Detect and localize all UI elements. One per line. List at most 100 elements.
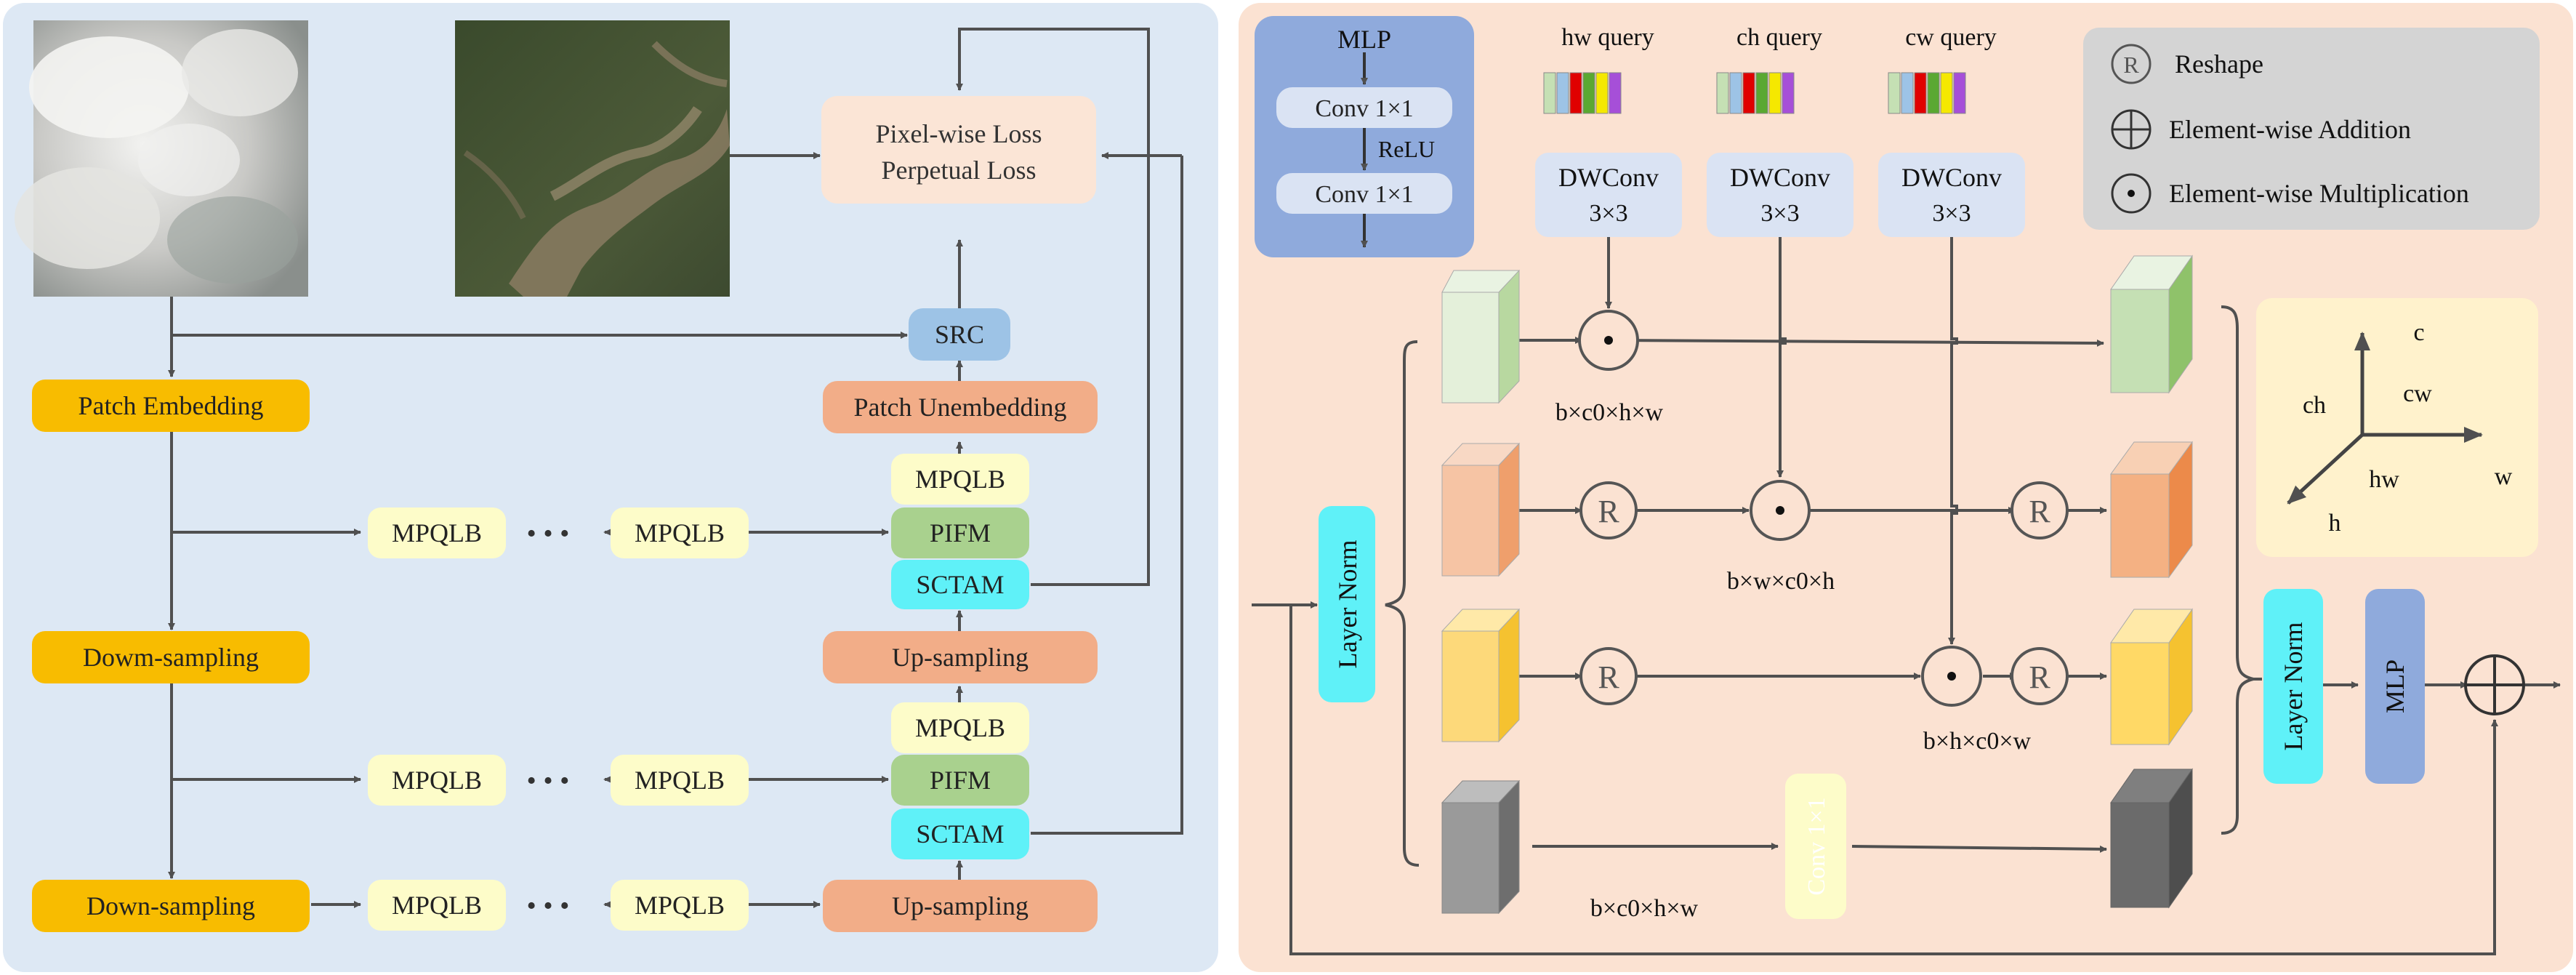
multiplication-symbol <box>2111 173 2152 214</box>
mpqlb-row-2: MPQLB • • • MPQLB <box>368 755 749 806</box>
layer-norm-label: Layer Norm <box>1333 540 1362 669</box>
ellipsis: • • • <box>527 891 570 921</box>
decoder-stack-2: MPQLB PIFM SCTAM <box>891 702 1029 859</box>
dwconv-label: DWConv <box>1901 163 2002 192</box>
input-cube-orange <box>1441 442 1521 577</box>
legend-multiplication: Element-wise Multiplication <box>2169 179 2469 208</box>
sctam-label: SCTAM <box>916 570 1004 599</box>
reshape-op <box>1579 481 1638 539</box>
query-tokens: hw query ch query cw query <box>1543 24 1997 114</box>
mpqlb-label: MPQLB <box>392 518 482 547</box>
left-panel: Pixel-wise Loss Perpetual Loss SRC Patch… <box>3 3 1218 972</box>
output-cube-orange <box>2110 441 2193 579</box>
mlp-title: MLP <box>1337 25 1391 54</box>
reshape-op-letter: R <box>2029 659 2050 695</box>
down-sampling-block-2: Down-sampling <box>32 880 310 932</box>
mpqlb-label: MPQLB <box>392 891 482 920</box>
axis-h: h <box>2329 510 2341 537</box>
input-cube-gray <box>1441 779 1521 915</box>
conv-1x1-block: Conv 1×1 <box>1785 774 1846 919</box>
dwconv-kernel: 3×3 <box>1760 200 1799 227</box>
legend-addition: Element-wise Addition <box>2169 115 2411 144</box>
output-cube-green <box>2110 254 2193 394</box>
reshape-op-letter: R <box>2029 494 2050 529</box>
sctam-label: SCTAM <box>916 819 1004 848</box>
reshape-op <box>2011 481 2069 539</box>
mlp-conv1-label: Conv 1×1 <box>1315 95 1413 122</box>
mlp-relu-label: ReLU <box>1378 136 1435 162</box>
mlp-conv2-label: Conv 1×1 <box>1315 181 1413 208</box>
input-cube-green <box>1441 269 1520 404</box>
sctam-block <box>891 560 1029 609</box>
reshape-op-letter: R <box>1598 659 1619 695</box>
dim-label-4: b×c0×h×w <box>1590 895 1699 922</box>
mpqlb-block <box>891 702 1029 753</box>
axis-ch: ch <box>2303 392 2326 419</box>
ellipsis: • • • <box>527 766 570 796</box>
axis-hw: hw <box>2369 466 2399 493</box>
output-cube-gray <box>2110 768 2193 909</box>
src-block: SRC <box>909 308 1010 361</box>
down-sampling-label-2: Down-sampling <box>86 891 255 920</box>
decoder-stack-1: MPQLB PIFM SCTAM <box>891 454 1029 609</box>
reshape-op <box>1579 647 1638 705</box>
reshape-symbol <box>2111 44 2152 84</box>
input-cube-yellow <box>1441 608 1521 743</box>
query-strip <box>1716 72 1795 114</box>
reshape-op <box>2011 647 2069 705</box>
reshape-op-letter: R <box>1598 494 1619 529</box>
perceptual-loss-label: Perpetual Loss <box>882 156 1037 185</box>
up-sampling-label-2: Up-sampling <box>892 891 1029 920</box>
mpqlb-block <box>891 454 1029 505</box>
pifm-label: PIFM <box>930 766 991 795</box>
patch-unembedding-block: Patch Unembedding <box>823 381 1098 433</box>
loss-box: Pixel-wise Loss Perpetual Loss <box>821 96 1096 204</box>
pifm-block <box>891 507 1029 558</box>
reshape-symbol-letter: R <box>2123 52 2139 78</box>
patch-embedding-label: Patch Embedding <box>79 391 264 420</box>
axis-c: c <box>2413 319 2424 346</box>
cloudy-input-image <box>15 20 308 297</box>
pifm-label: PIFM <box>930 518 991 547</box>
query-strip <box>1543 72 1622 114</box>
dim-label-3: b×h×c0×w <box>1923 728 2032 755</box>
left-connectors <box>168 28 1183 915</box>
mpqlb-row-1: MPQLB • • • MPQLB <box>368 507 749 558</box>
ground-truth-image <box>455 20 730 297</box>
mpqlb-label: MPQLB <box>635 891 725 920</box>
dimension-labels: b×c0×h×w b×w×c0×h b×h×c0×w b×c0×h×w <box>1555 399 2032 922</box>
ch-query-label: ch query <box>1736 24 1822 51</box>
operators: R R R R <box>1578 310 2525 715</box>
cw-query-label: cw query <box>1905 24 1997 51</box>
axis-cw: cw <box>2403 380 2432 407</box>
up-sampling-block-1: Up-sampling <box>823 631 1098 683</box>
legend: R Reshape Element-wise Addition Element-… <box>2083 28 2540 230</box>
up-sampling-block-2: Up-sampling <box>823 880 1098 932</box>
dim-label-2: b×w×c0×h <box>1727 568 1835 595</box>
down-sampling-label-1: Dowm-sampling <box>83 643 259 672</box>
right-panel-background <box>1239 3 2573 972</box>
dwconv-kernel: 3×3 <box>1589 200 1627 227</box>
mpqlb-label: MPQLB <box>635 766 725 795</box>
mpqlb-label: MPQLB <box>635 518 725 547</box>
sctam-block <box>891 809 1029 859</box>
mlp-detail-box: MLP Conv 1×1 ReLU Conv 1×1 <box>1255 16 1474 257</box>
mpqlb-label: MPQLB <box>915 465 1005 494</box>
up-sampling-label-1: Up-sampling <box>892 643 1029 672</box>
patch-embedding-block: Patch Embedding <box>32 380 310 432</box>
pixel-wise-loss-label: Pixel-wise Loss <box>876 119 1042 148</box>
conv-label: Conv 1×1 <box>1803 797 1830 895</box>
dwconv-blocks: DWConv 3×3 DWConv 3×3 DWConv 3×3 <box>1535 153 2025 237</box>
dwconv-kernel: 3×3 <box>1932 200 1971 227</box>
layer-norm-block-2: Layer Norm <box>2263 589 2323 784</box>
output-cube-yellow <box>2110 608 2193 746</box>
pifm-block <box>891 755 1029 806</box>
axis-w: w <box>2495 463 2513 490</box>
mpqlb-label: MPQLB <box>392 766 482 795</box>
query-strip <box>1888 72 1966 114</box>
layer-norm-block: Layer Norm <box>1319 506 1375 702</box>
axes-box: c ch cw hw w h <box>2256 298 2538 557</box>
layer-norm-label-2: Layer Norm <box>2279 622 2308 751</box>
mpqlb-row-3: MPQLB • • • MPQLB <box>368 880 749 931</box>
